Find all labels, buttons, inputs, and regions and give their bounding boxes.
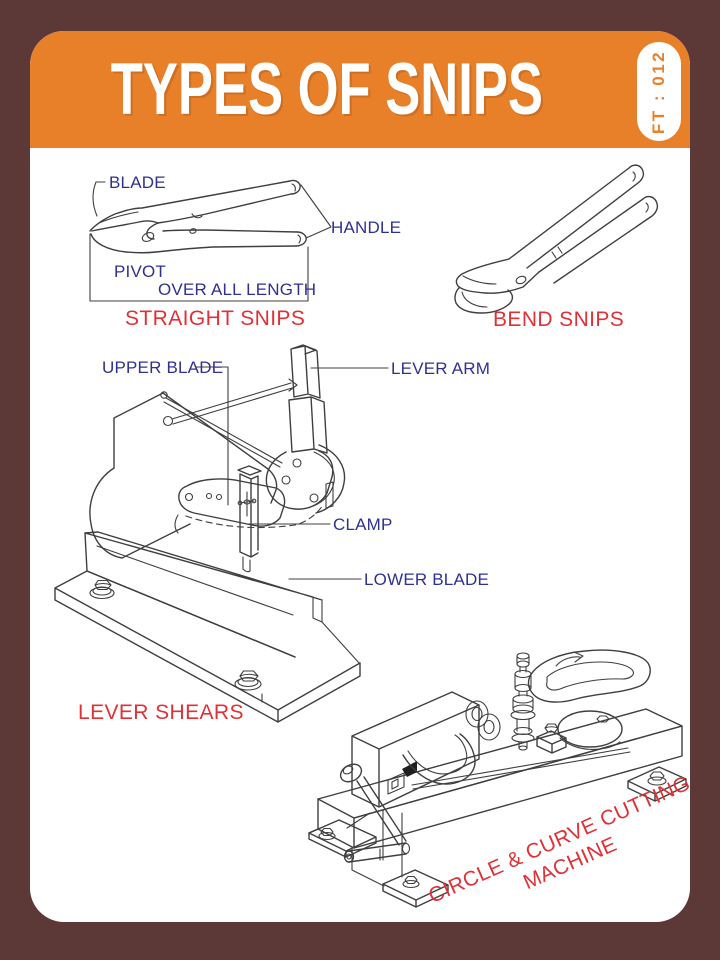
label-upper-blade: UPPER BLADE (102, 358, 224, 377)
label-handle: HANDLE (331, 218, 402, 237)
circle-machine-drawing (308, 649, 687, 908)
caption-bend-snips: BEND SNIPS (493, 308, 625, 331)
poster-header: TYPES OF SNIPS FT : 012 (30, 31, 690, 148)
label-lever-arm: LEVER ARM (391, 359, 491, 378)
straight-snips-drawing (89, 179, 332, 302)
label-clamp: CLAMP (333, 515, 393, 534)
poster-title: TYPES OF SNIPS (110, 49, 543, 130)
code-badge: FT : 012 (637, 42, 681, 141)
label-lower-blade: LOWER BLADE (364, 570, 490, 589)
poster-panel: TYPES OF SNIPS FT : 012 (30, 31, 690, 922)
label-pivot: PIVOT (114, 262, 167, 281)
label-blade: BLADE (109, 173, 166, 192)
label-overall-length: OVER ALL LENGTH (158, 280, 317, 299)
caption-lever-shears: LEVER SHEARS (78, 701, 244, 724)
lever-shears-drawing (54, 344, 389, 723)
caption-straight-snips: STRAIGHT SNIPS (125, 307, 306, 330)
bend-snips-drawing (454, 164, 659, 314)
